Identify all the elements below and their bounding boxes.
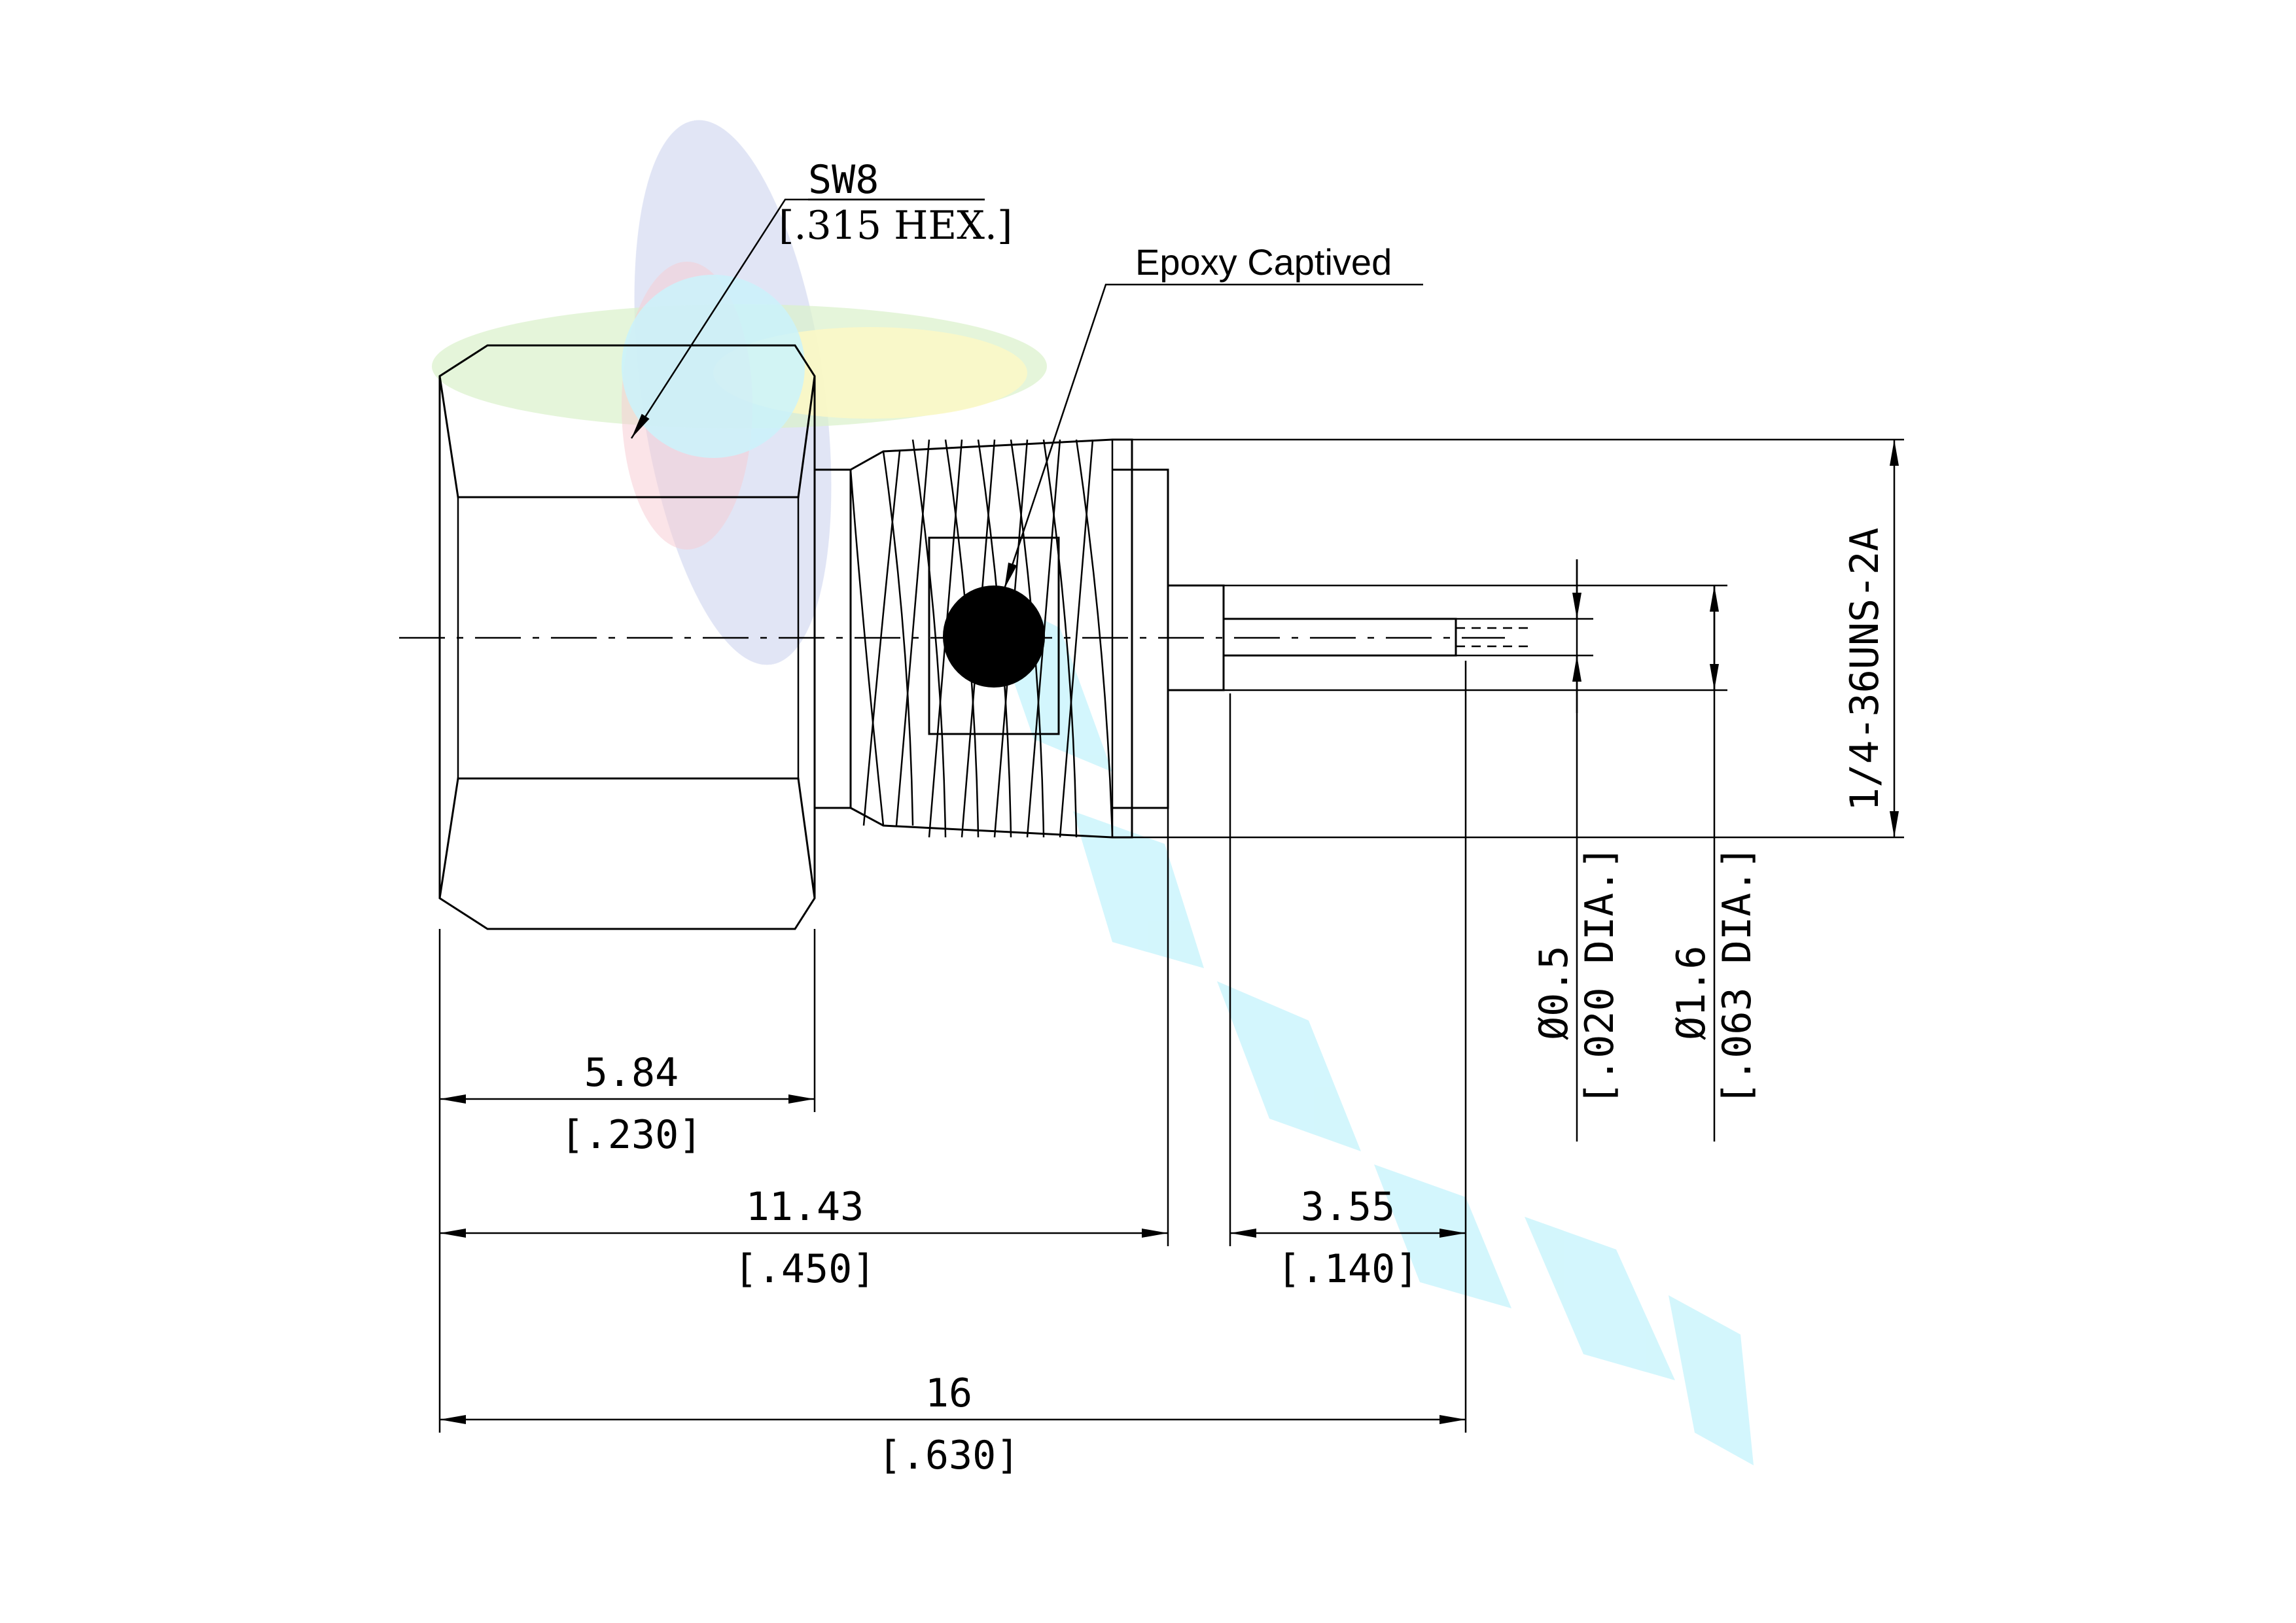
pin-dia-inch-label: [.020 DIA.] xyxy=(1577,846,1623,1106)
extension-lines xyxy=(438,438,1904,1433)
body-length-value: 11.43 xyxy=(746,1184,864,1230)
body-length-inch: [.450] xyxy=(734,1246,876,1292)
leader-lines xyxy=(630,198,1423,589)
pin-dia-label: Ø0.5 xyxy=(1531,946,1577,1041)
watermark-logo xyxy=(432,120,1754,1465)
pin-length-inch: [.140] xyxy=(1277,1246,1419,1292)
contact-pin xyxy=(1167,584,1531,691)
threaded-body xyxy=(815,438,1169,839)
thread-spec-label: 1/4-36UNS-2A xyxy=(1842,528,1888,811)
hex-size-label: SW8 xyxy=(808,157,879,203)
dimension-lines xyxy=(440,440,1899,1424)
pin-length-value: 3.55 xyxy=(1301,1184,1396,1230)
overall-length-inch: [.630] xyxy=(878,1433,1020,1478)
body-dia-label: Ø1.6 xyxy=(1669,946,1714,1041)
body-dia-inch-label: [.063 DIA.] xyxy=(1714,846,1760,1106)
hex-length-inch: [.230] xyxy=(561,1112,703,1158)
hex-nut xyxy=(438,344,816,930)
hex-length-value: 5.84 xyxy=(584,1050,679,1096)
epoxy-dot xyxy=(943,585,1045,688)
epoxy-window xyxy=(928,536,1060,735)
overall-length-value: 16 xyxy=(925,1370,972,1416)
epoxy-note-label: Epoxy Captived xyxy=(1135,241,1392,283)
hex-size-inch-label: [.315 HEX.] xyxy=(779,203,1012,249)
watermark-lettering xyxy=(981,589,1754,1465)
